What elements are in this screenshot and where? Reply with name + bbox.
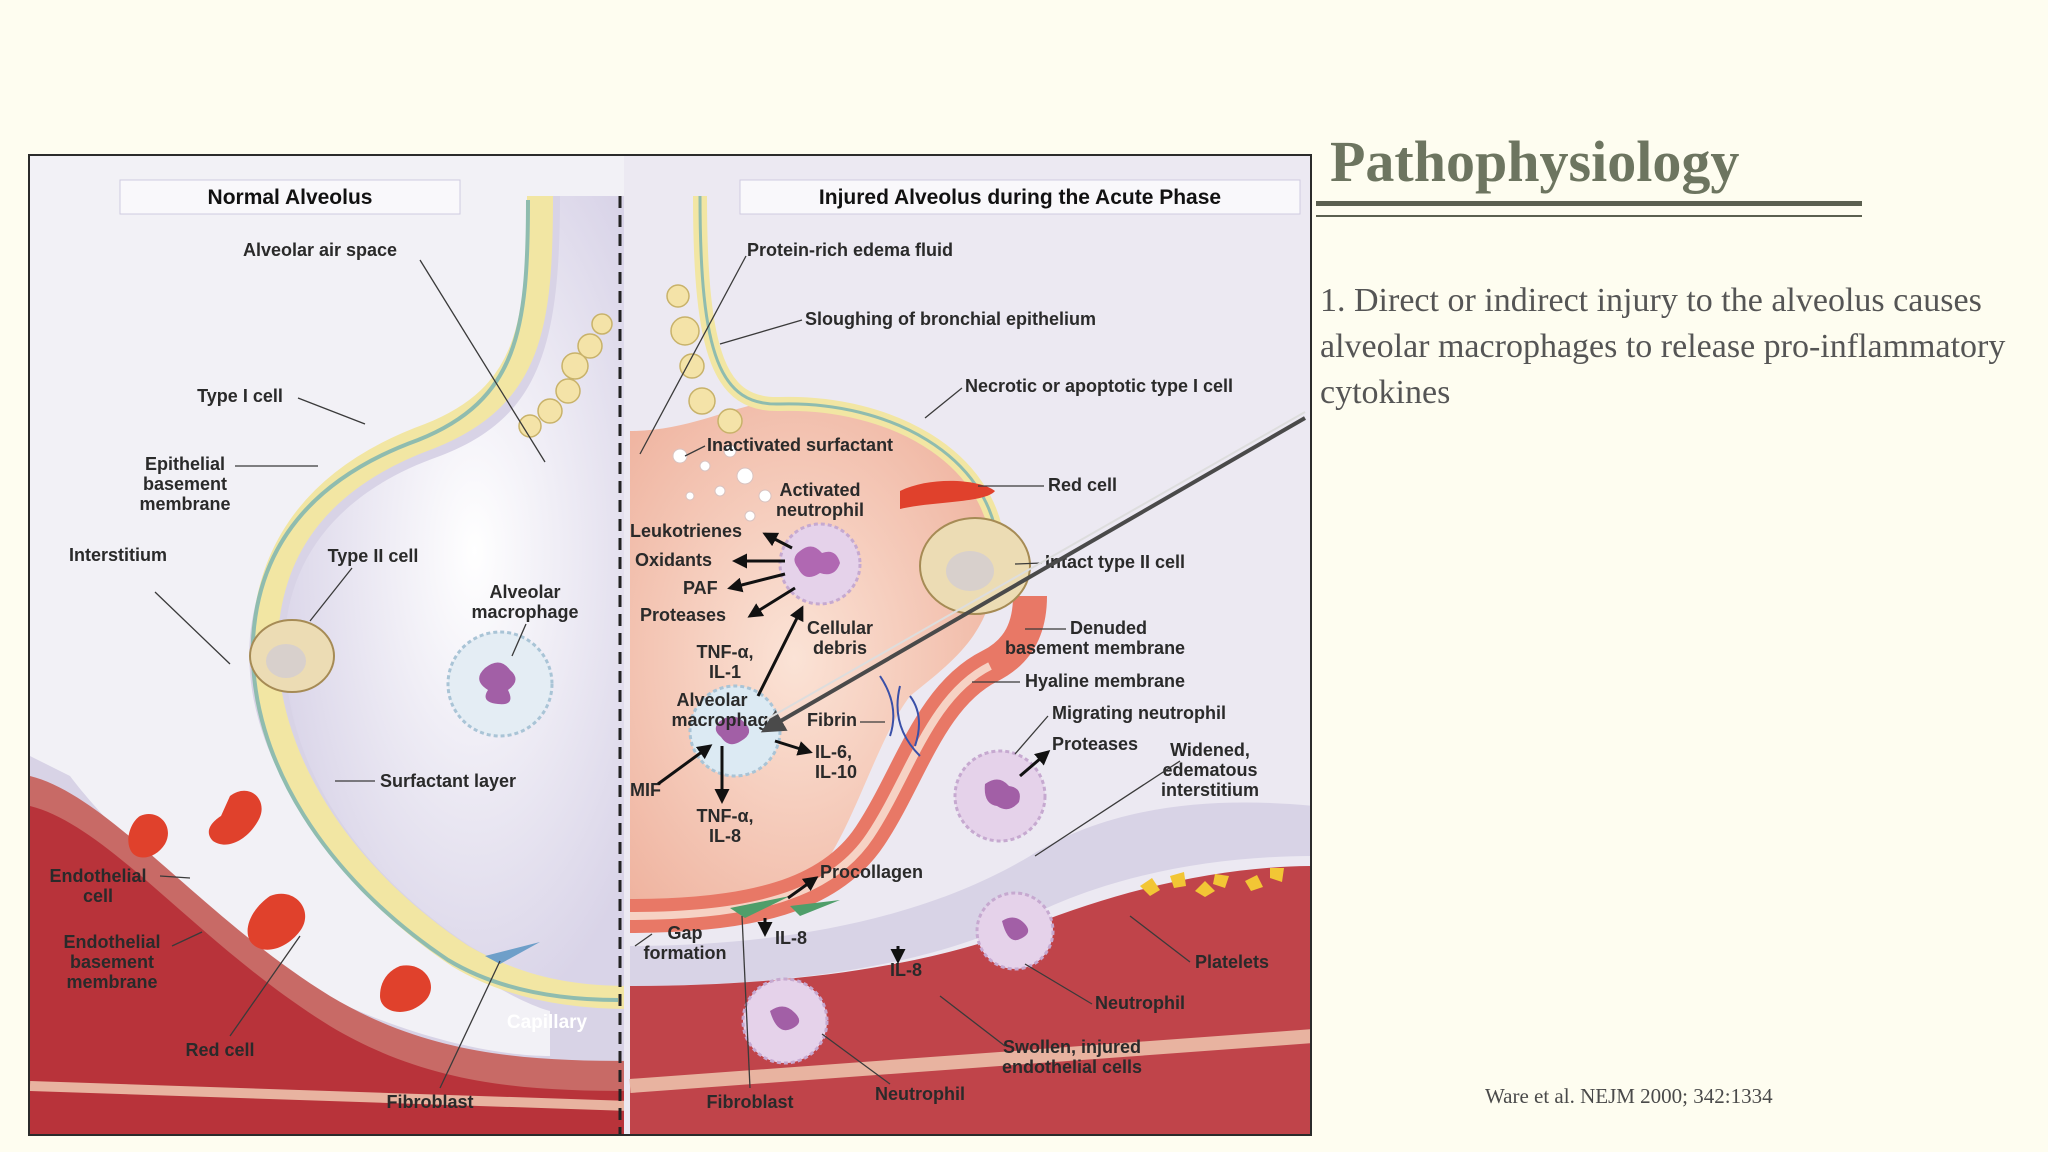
label-hyaline-membrane: Hyaline membrane <box>1025 671 1185 691</box>
label-mif: MIF <box>630 780 661 800</box>
label-fibroblast-left: Fibroblast <box>386 1092 473 1112</box>
label-epithelial-bm-2: basement <box>143 474 227 494</box>
label-interstitium: Interstitium <box>69 545 167 565</box>
label-endothelial-bm-1: Endothelial <box>63 932 160 952</box>
right-header-box: Injured Alveolus during the Acute Phase <box>739 179 1301 215</box>
label-gap-formation-1: Gap <box>667 923 702 943</box>
label-denuded-bm-1: Denuded <box>1070 618 1147 638</box>
label-fibroblast-right: Fibroblast <box>706 1092 793 1112</box>
label-endothelial-bm-3: membrane <box>66 972 157 992</box>
label-type-ii-cell: Type II cell <box>328 546 419 566</box>
label-oxidants: Oxidants <box>635 550 712 570</box>
title-rule-thin <box>1316 215 1862 217</box>
label-protein-rich-edema: Protein-rich edema fluid <box>747 240 953 260</box>
label-gap-formation-2: formation <box>644 943 727 963</box>
label-tnf-il8-1: TNF-α, <box>696 806 753 826</box>
label-intact-type-ii: Intact type II cell <box>1045 552 1185 572</box>
label-endothelial-cell-2: cell <box>83 886 113 906</box>
label-red-cell-right: Red cell <box>1048 475 1117 495</box>
label-tnf-il1-2: IL-1 <box>709 662 741 682</box>
label-cellular-debris-1: Cellular <box>807 618 873 638</box>
label-endothelial-bm-2: basement <box>70 952 154 972</box>
label-surfactant-layer: Surfactant layer <box>380 771 516 791</box>
label-migrating-neutrophil: Migrating neutrophil <box>1052 703 1226 723</box>
label-widened-1: Widened, <box>1170 740 1250 760</box>
label-swollen-2: endothelial cells <box>1002 1057 1142 1077</box>
label-red-cell-left: Red cell <box>185 1040 254 1060</box>
bullet-point-1: 1. Direct or indirect injury to the alve… <box>1320 282 2006 411</box>
label-widened-2: edematous <box>1162 760 1257 780</box>
label-il8-a: IL-8 <box>775 928 807 948</box>
label-inactivated-surfactant: Inactivated surfactant <box>707 435 893 455</box>
left-header: Normal Alveolus <box>208 186 373 209</box>
label-alveolar-macrophage-left-1: Alveolar <box>489 582 560 602</box>
label-necrotic: Necrotic or apoptotic type I cell <box>965 376 1233 396</box>
label-cellular-debris-2: debris <box>813 638 867 658</box>
label-activated-neutrophil-2: neutrophil <box>776 500 864 520</box>
label-proteases-1: Proteases <box>640 605 726 625</box>
alveolus-diagram: Normal Alveolus Injured Alveolus during … <box>28 154 1312 1136</box>
label-paf: PAF <box>683 578 718 598</box>
label-endothelial-cell-1: Endothelial <box>49 866 146 886</box>
label-capillary: Capillary <box>507 1012 588 1033</box>
label-type-i-cell: Type I cell <box>197 386 283 406</box>
normal-alveolus-illustration <box>30 195 631 1134</box>
label-epithelial-bm-3: membrane <box>139 494 230 514</box>
label-alveolar-macrophage-right-1: Alveolar <box>676 690 747 710</box>
label-tnf-il8-2: IL-8 <box>709 826 741 846</box>
slide-title: Pathophysiology <box>1330 129 1740 194</box>
label-widened-3: interstitium <box>1161 780 1259 800</box>
label-tnf-il1-1: TNF-α, <box>696 642 753 662</box>
label-il8-b: IL-8 <box>890 960 922 980</box>
label-proteases-2: Proteases <box>1052 734 1138 754</box>
title-rule-thick <box>1316 201 1862 206</box>
label-platelets: Platelets <box>1195 952 1269 972</box>
label-il6-il10-1: IL-6, <box>815 742 852 762</box>
label-procollagen: Procollagen <box>820 862 923 882</box>
label-fibrin: Fibrin <box>807 710 857 730</box>
right-header: Injured Alveolus during the Acute Phase <box>819 186 1221 209</box>
label-alveolar-macrophage-left-2: macrophage <box>471 602 578 622</box>
label-swollen-1: Swollen, injured <box>1003 1037 1141 1057</box>
label-epithelial-bm-1: Epithelial <box>145 454 225 474</box>
label-neutrophil-2: Neutrophil <box>875 1084 965 1104</box>
label-il6-il10-2: IL-10 <box>815 762 857 782</box>
label-alveolar-macrophage-right-2: macrophage <box>671 710 778 730</box>
left-header-box: Normal Alveolus <box>119 179 461 215</box>
label-neutrophil-1: Neutrophil <box>1095 993 1185 1013</box>
citation: Ware et al. NEJM 2000; 342:1334 <box>1485 1084 1773 1108</box>
label-activated-neutrophil-1: Activated <box>779 480 860 500</box>
label-denuded-bm-2: basement membrane <box>1005 638 1185 658</box>
label-leukotrienes: Leukotrienes <box>630 521 742 541</box>
label-alveolar-air-space: Alveolar air space <box>243 240 397 260</box>
label-sloughing: Sloughing of bronchial epithelium <box>805 309 1096 329</box>
